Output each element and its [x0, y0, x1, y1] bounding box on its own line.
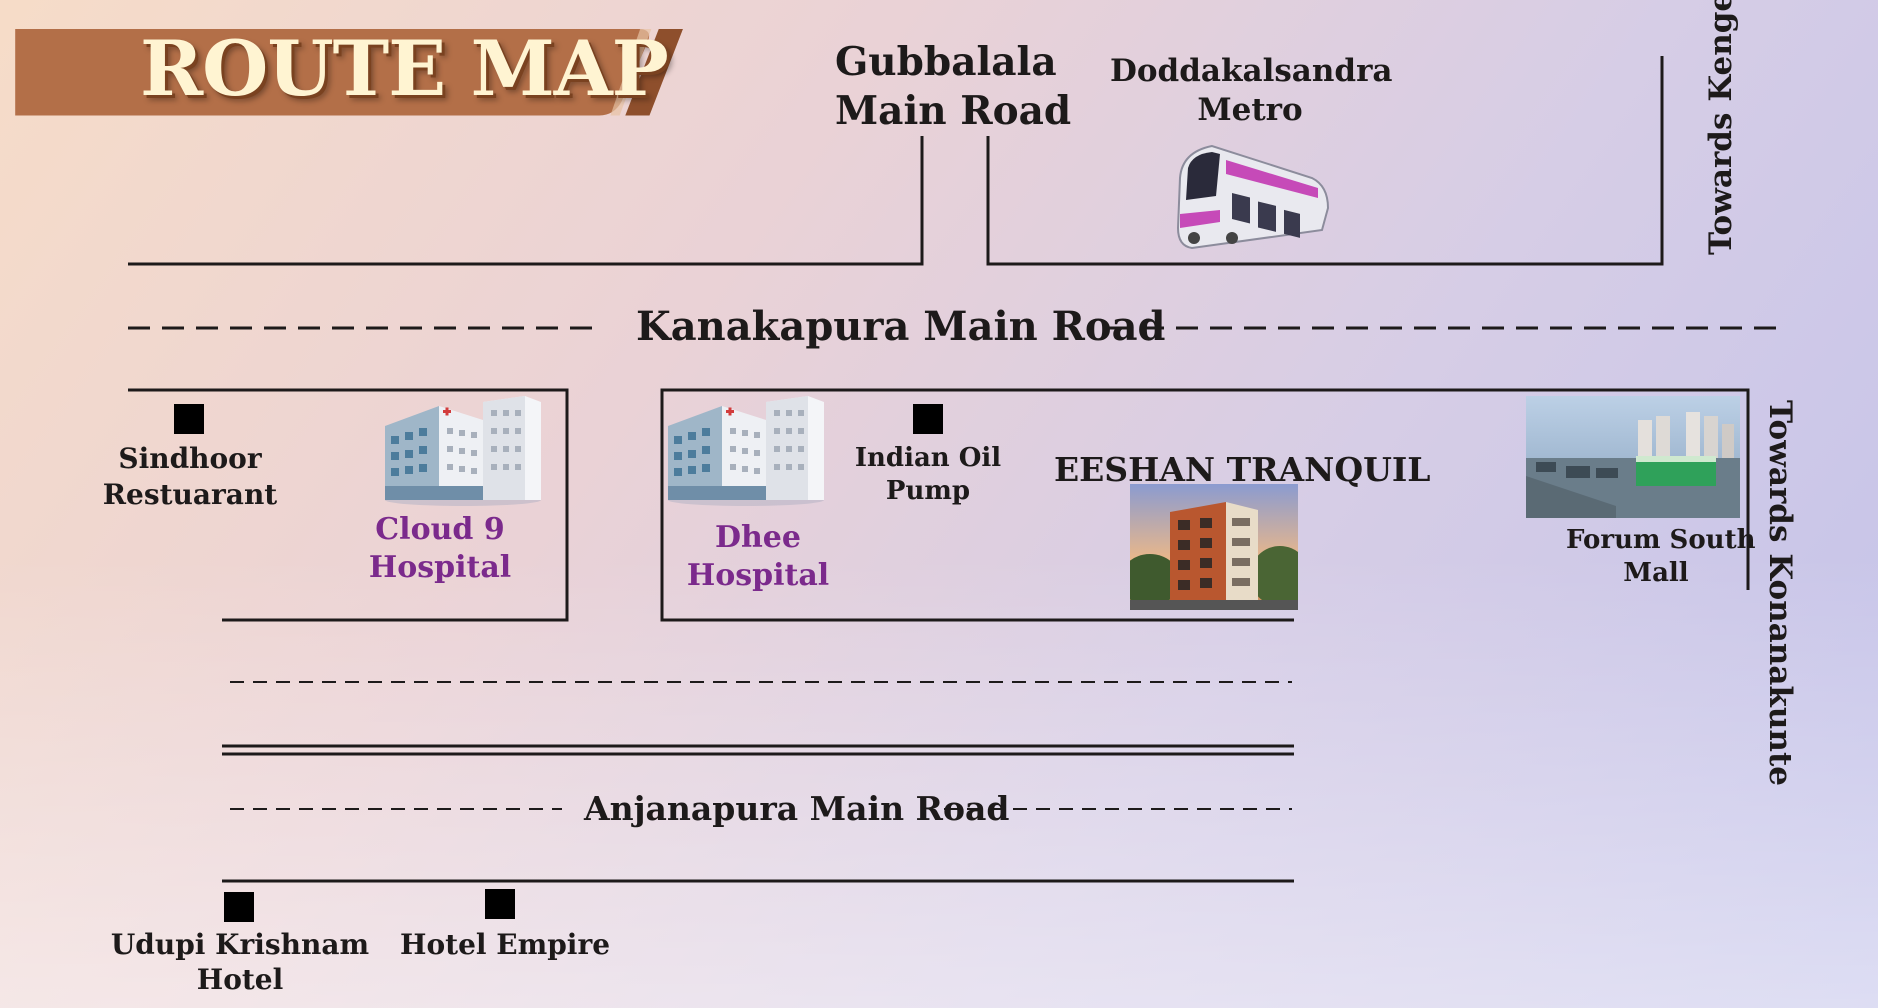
- metro-train-icon: [1176, 144, 1330, 250]
- indian-oil-label: Indian Oil Pump: [854, 443, 1002, 506]
- hospital-building-icon: [668, 396, 824, 506]
- empire-marker-icon: [485, 889, 515, 919]
- towards-konanakunte-wrapper: Towards Konanakunte: [1756, 398, 1798, 786]
- block-left-outline: [128, 388, 569, 622]
- gubbalala-road-label: Gubbalala Main Road: [835, 39, 1072, 134]
- sindhoor-label: Sindhoor Restuarant: [102, 442, 278, 512]
- mall-aerial-icon: [1526, 396, 1740, 518]
- udupi-hotel-label: Udupi Krishnam Hotel: [110, 928, 370, 996]
- towards-kengeri-label: Towards Kengeri: [1703, 0, 1739, 255]
- indian-oil-marker-icon: [913, 404, 943, 434]
- metro-label: Doddakalsandra Metro: [1110, 53, 1393, 128]
- towards-konanakunte-label: Towards Konanakunte: [1762, 400, 1798, 787]
- anjanapura-road-label: Anjanapura Main Road: [584, 789, 1010, 828]
- kanakapura-road-label: Kanakapura Main Road: [636, 303, 1166, 350]
- page-title: ROUTE MAP: [140, 24, 669, 113]
- sindhoor-marker-icon: [174, 404, 204, 434]
- towards-kengeri-wrapper: Towards Kengeri: [1703, 0, 1743, 260]
- project-name-label: EESHAN TRANQUIL: [1054, 450, 1431, 489]
- forum-mall-label: Forum South Mall: [1566, 525, 1756, 588]
- block-right-outline: [660, 388, 1750, 622]
- dhee-hospital-label: Dhee Hospital: [686, 520, 830, 593]
- apartment-building-icon: [1130, 484, 1298, 610]
- road-edge-upper-right: [986, 56, 1664, 266]
- road-edge-upper-left: [128, 136, 924, 266]
- hotel-empire-label: Hotel Empire: [400, 928, 611, 961]
- hospital-building-icon: [385, 396, 541, 506]
- cloud9-hospital-label: Cloud 9 Hospital: [368, 512, 512, 585]
- udupi-marker-icon: [224, 892, 254, 922]
- title-banner: [15, 29, 683, 116]
